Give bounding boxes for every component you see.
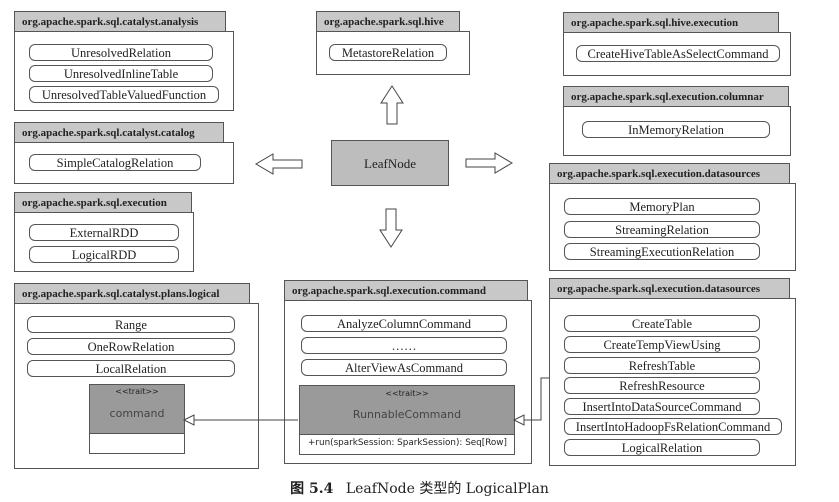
class-local-relation: LocalRelation	[27, 360, 235, 377]
class-analyze-column-command: AnalyzeColumnCommand	[301, 315, 507, 332]
figure-caption: 图 5.4 LeafNode 类型的 LogicalPlan	[0, 478, 839, 498]
class-logical-relation: LogicalRelation	[564, 439, 760, 456]
package-tab-logical: org.apache.spark.sql.catalyst.plans.logi…	[14, 283, 250, 303]
figure-caption-text: LeafNode 类型的 LogicalPlan	[345, 481, 549, 497]
package-datasources-2: CreateTable CreateTempViewUsing RefreshT…	[549, 298, 796, 466]
leaf-node: LeafNode	[331, 140, 449, 186]
package-logical: Range OneRowRelation LocalRelation <<tra…	[14, 303, 259, 469]
class-streaming-execution-relation: StreamingExecutionRelation	[564, 243, 760, 260]
class-unresolved-table-valued-function: UnresolvedTableValuedFunction	[29, 86, 219, 103]
class-alter-view-as-command: AlterViewAsCommand	[301, 359, 507, 376]
class-in-memory-relation: InMemoryRelation	[582, 121, 770, 138]
package-tab-datasources-2: org.apache.spark.sql.execution.datasourc…	[549, 278, 790, 298]
class-refresh-table: RefreshTable	[564, 357, 760, 374]
class-one-row-relation: OneRowRelation	[27, 338, 235, 355]
package-tab-columnar: org.apache.spark.sql.execution.columnar	[563, 86, 789, 106]
figure-caption-label: 图 5.4	[290, 481, 334, 497]
package-command: AnalyzeColumnCommand …… AlterViewAsComma…	[284, 300, 532, 464]
class-refresh-resource: RefreshResource	[564, 377, 760, 394]
class-streaming-relation: StreamingRelation	[564, 221, 760, 238]
trait-command-stereotype: <<trait>>	[115, 387, 159, 396]
arrow-down	[379, 208, 403, 248]
leaf-node-label: LeafNode	[364, 156, 416, 171]
runnable-run-method: +run(sparkSession: SparkSession): Seq[Ro…	[308, 438, 507, 448]
runnable-to-command-arrowhead	[182, 414, 195, 426]
class-range: Range	[27, 316, 235, 333]
package-tab-catalog: org.apache.spark.sql.catalyst.catalog	[14, 122, 224, 142]
datasources-to-runnable-line	[522, 377, 549, 421]
class-unresolved-inline-table: UnresolvedInlineTable	[29, 65, 213, 82]
package-tab-hive: org.apache.spark.sql.hive	[316, 11, 460, 31]
arrow-up	[380, 85, 404, 125]
trait-runnable-command: <<trait>> RunnableCommand	[299, 385, 515, 435]
package-hive-execution: CreateHiveTableAsSelectCommand	[563, 32, 791, 76]
package-tab-command: org.apache.spark.sql.execution.command	[284, 280, 528, 300]
class-external-rdd: ExternalRDD	[29, 224, 179, 241]
class-insert-into-data-source-command: InsertIntoDataSourceCommand	[564, 398, 760, 415]
trait-runnable-command-compartment: +run(sparkSession: SparkSession): Seq[Ro…	[299, 435, 515, 455]
package-catalog: SimpleCatalogRelation	[14, 142, 234, 184]
package-tab-hive-execution: org.apache.spark.sql.hive.execution	[563, 12, 779, 32]
class-memory-plan: MemoryPlan	[564, 198, 760, 215]
package-datasources-1: MemoryPlan StreamingRelation StreamingEx…	[549, 183, 796, 271]
class-metastore-relation: MetastoreRelation	[329, 44, 447, 61]
package-tab-analysis: org.apache.spark.sql.catalyst.analysis	[14, 11, 226, 31]
class-create-temp-view-using: CreateTempViewUsing	[564, 336, 760, 353]
trait-runnable-command-name: RunnableCommand	[352, 408, 462, 421]
class-create-hive-table-as-select-command: CreateHiveTableAsSelectCommand	[576, 45, 780, 62]
trait-runnable-command-stereotype: <<trait>>	[385, 389, 429, 398]
class-logical-rdd: LogicalRDD	[29, 246, 179, 263]
trait-command-name: command	[109, 407, 165, 420]
class-create-table: CreateTable	[564, 315, 760, 332]
class-simple-catalog-relation: SimpleCatalogRelation	[29, 154, 201, 171]
class-unresolved-relation: UnresolvedRelation	[29, 44, 213, 61]
arrow-left	[255, 153, 303, 175]
package-tab-execution: org.apache.spark.sql.execution	[14, 192, 192, 212]
package-tab-datasources-1: org.apache.spark.sql.execution.datasourc…	[549, 163, 790, 183]
trait-command-compartment	[89, 434, 185, 454]
datasources-to-runnable-arrowhead	[512, 414, 525, 426]
arrow-right	[465, 152, 513, 174]
package-analysis: UnresolvedRelation UnresolvedInlineTable…	[14, 31, 234, 111]
package-columnar: InMemoryRelation	[563, 106, 791, 156]
trait-command: <<trait>> command	[89, 384, 185, 434]
package-hive: MetastoreRelation	[316, 31, 470, 75]
class-insert-into-hadoop-fs-relation-command: InsertIntoHadoopFsRelationCommand	[564, 418, 782, 435]
class-ellipsis: ……	[301, 337, 507, 354]
package-execution: ExternalRDD LogicalRDD	[14, 212, 194, 272]
